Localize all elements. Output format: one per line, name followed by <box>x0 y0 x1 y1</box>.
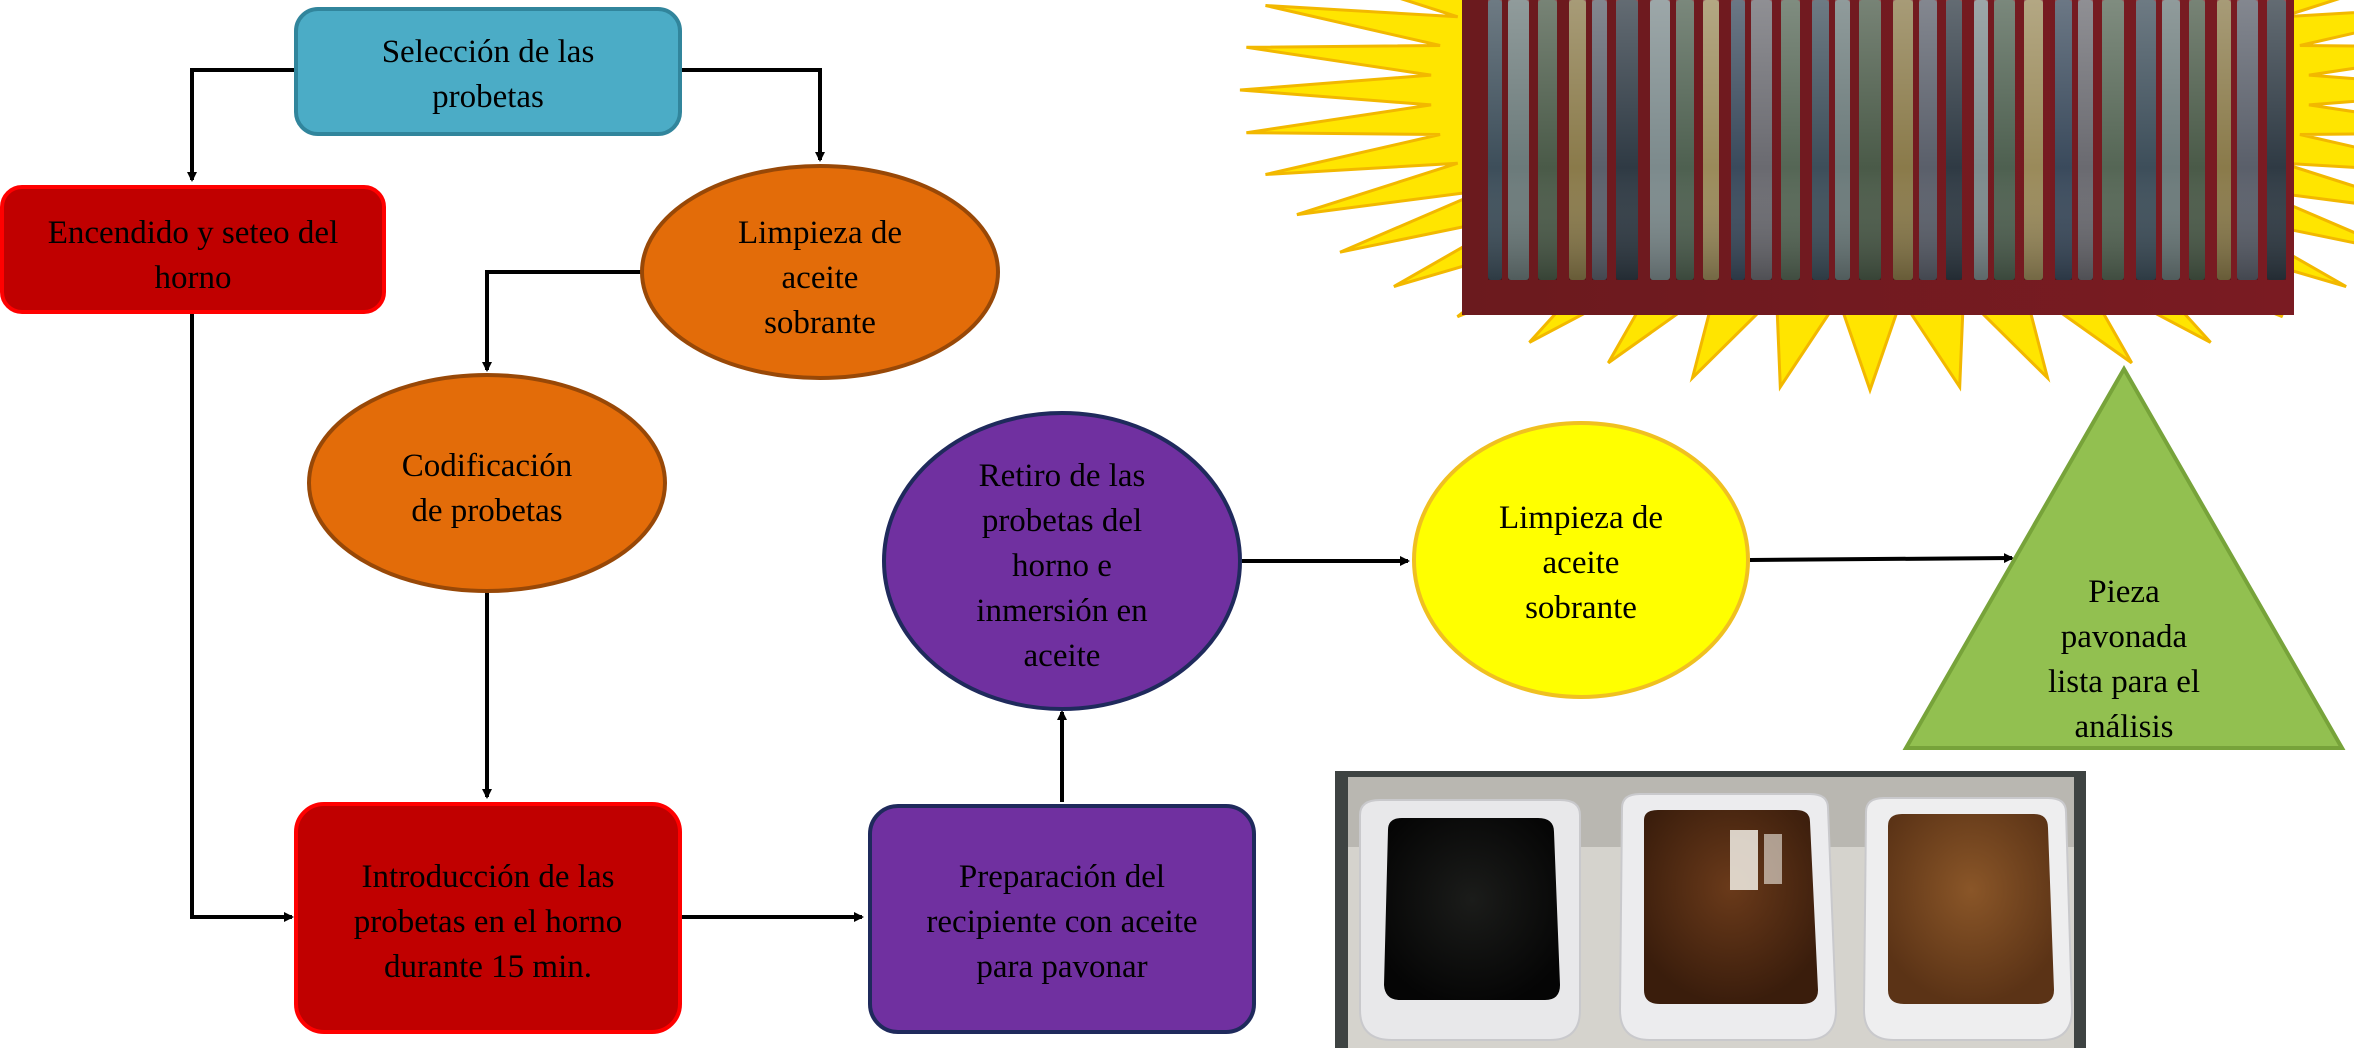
node-label-line: probetas en el horno <box>354 904 623 940</box>
node-label-line: aceite <box>1543 545 1620 581</box>
node-encendido-horno: Encendido y seteo del horno <box>0 185 386 314</box>
node-label-limpieza-2: Limpieza de aceite sobrante <box>1499 500 1663 626</box>
node-label-line: análisis <box>2075 709 2174 745</box>
node-label-line: Retiro de las <box>979 458 1146 494</box>
arrow-encendido-to-introduccion <box>190 312 294 922</box>
node-introduccion-horno: Introducción de las probetas en el horno d… <box>294 802 682 1034</box>
node-limpieza-aceite-1: Limpieza de aceite sobrante <box>640 164 1000 380</box>
node-label-line: Codificación <box>402 448 572 484</box>
oil-containers-photo <box>1335 771 2086 1048</box>
node-label-line: durante 15 min. <box>384 949 592 985</box>
node-label-line: horno <box>155 260 232 296</box>
node-label-line: aceite <box>1024 638 1101 674</box>
node-label-line: pavonada <box>2061 619 2188 655</box>
node-label-line: Limpieza de <box>738 215 902 251</box>
arrow-limpieza-1-to-codificacion <box>482 270 642 372</box>
node-label-pieza: Pieza pavonada lista para el análisis <box>2048 574 2200 745</box>
node-label-line: Introducción de las <box>362 859 615 895</box>
node-label-line: probetas <box>432 79 544 115</box>
node-label-line: aceite <box>782 260 859 296</box>
starburst-photo-rods <box>1239 0 2354 395</box>
node-label-line: de probetas <box>411 493 562 529</box>
node-label-seleccion: Selección de las probetas <box>382 34 595 115</box>
node-label-retiro: Retiro de las probetas del horno e inmersió… <box>976 458 1147 674</box>
node-label-line: Pieza <box>2088 574 2160 610</box>
node-label-line: sobrante <box>764 305 876 341</box>
connectors <box>187 68 2014 922</box>
node-preparacion-recipiente: Preparación del recipiente con aceite para… <box>868 804 1256 1034</box>
node-label-line: horno e <box>1012 548 1112 584</box>
node-limpieza-aceite-2: Limpieza de aceite sobrante <box>1412 421 1750 699</box>
node-label-encendido: Encendido y seteo del horno <box>48 215 339 296</box>
node-retiro-probetas: Retiro de las probetas del horno e inmersió… <box>882 411 1242 711</box>
node-label-line: lista para el <box>2048 664 2200 700</box>
pavonado-rods-photo <box>1462 0 2294 315</box>
node-label-line: Preparación del <box>959 859 1165 895</box>
arrow-seleccion-to-limpieza-1 <box>680 68 825 162</box>
node-label-limpieza-1: Limpieza de aceite sobrante <box>738 215 902 341</box>
node-label-line: Selección de las <box>382 34 595 70</box>
node-label-line: inmersión en <box>976 593 1147 629</box>
node-label-introduccion: Introducción de las probetas en el horno d… <box>354 859 623 985</box>
arrow-seleccion-to-encendido <box>187 68 296 182</box>
node-label-codificacion: Codificación de probetas <box>402 448 572 529</box>
node-label-preparacion: Preparación del recipiente con aceite para… <box>926 859 1197 985</box>
node-label-line: Encendido y seteo del <box>48 215 339 251</box>
arrow-limpieza-2-to-pieza <box>1749 553 2014 564</box>
node-pieza-pavonada: Pieza pavonada lista para el análisis <box>1902 364 2346 750</box>
node-label-line: recipiente con aceite <box>926 904 1197 940</box>
node-label-line: sobrante <box>1525 590 1637 626</box>
node-seleccion-probetas: Selección de las probetas <box>294 7 682 136</box>
node-label-line: Limpieza de <box>1499 500 1663 536</box>
node-codificacion-probetas: Codificación de probetas <box>307 373 667 593</box>
node-label-line: probetas del <box>982 503 1142 539</box>
node-label-line: para pavonar <box>976 949 1147 985</box>
